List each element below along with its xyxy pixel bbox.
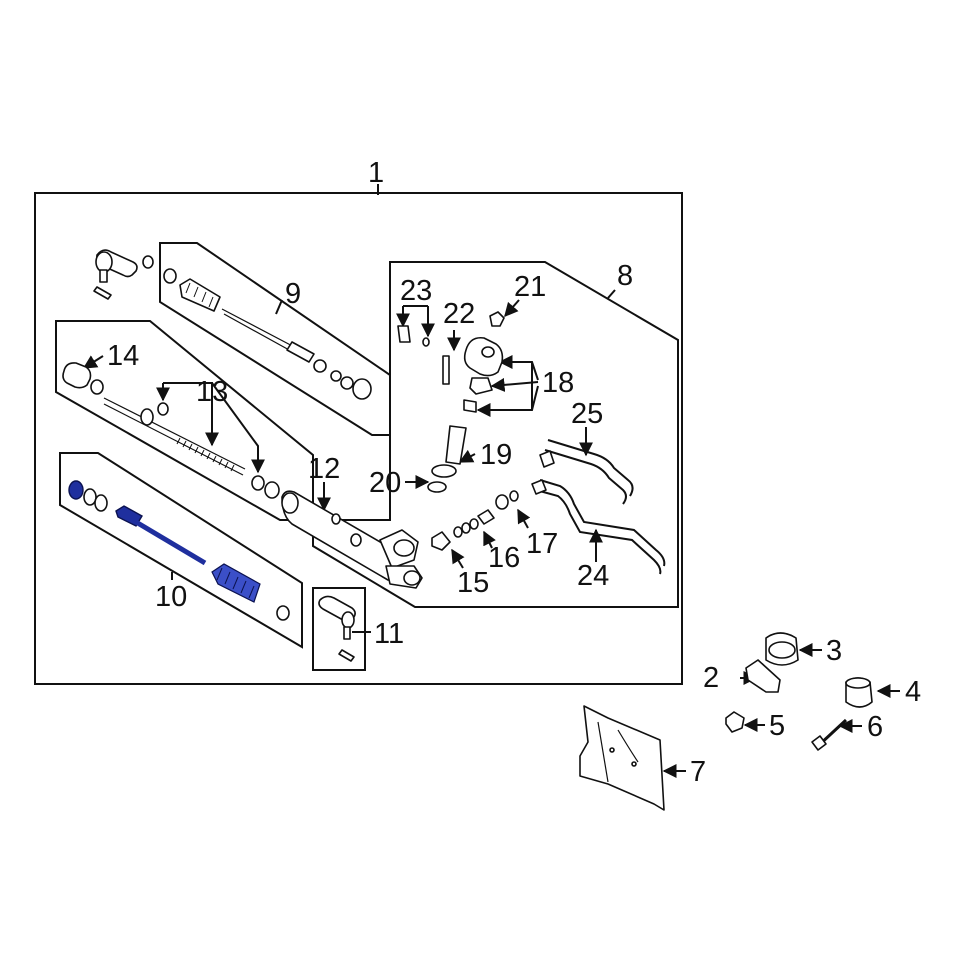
callout-25[interactable]: 25 [571, 398, 603, 430]
callout-14[interactable]: 14 [107, 340, 139, 372]
inner-tie-rod-group-9[interactable] [163, 268, 372, 400]
heat-shield-7[interactable] [579, 705, 665, 811]
callout-6[interactable]: 6 [867, 711, 883, 743]
outer-tie-rod-end-upper[interactable] [93, 249, 154, 300]
callout-23[interactable]: 23 [400, 275, 432, 307]
return-line-24[interactable] [531, 479, 666, 575]
callout-18[interactable]: 18 [542, 367, 574, 399]
callout-2[interactable]: 2 [703, 662, 719, 694]
callout-16[interactable]: 16 [488, 542, 520, 574]
callout-21[interactable]: 21 [514, 271, 546, 303]
callout-labels: 1 2 3 4 5 6 7 8 9 10 11 12 13 14 15 16 1… [107, 157, 921, 788]
callout-4[interactable]: 4 [905, 676, 921, 708]
rack-group-13[interactable] [62, 362, 280, 499]
frame-group-8 [312, 261, 679, 608]
highlighted-inner-tie-rod-10[interactable] [68, 480, 290, 621]
pressure-line-25[interactable] [539, 439, 634, 505]
frame-group-11 [312, 587, 366, 671]
outer-tie-rod-end-11[interactable] [318, 595, 356, 662]
bushing-4[interactable] [845, 677, 873, 708]
callout-11[interactable]: 11 [374, 618, 404, 650]
callout-3[interactable]: 3 [826, 635, 842, 667]
valve-assembly[interactable] [397, 311, 505, 493]
seals-15-17[interactable] [431, 490, 519, 551]
callout-9[interactable]: 9 [285, 278, 301, 310]
callout-19[interactable]: 19 [480, 439, 512, 471]
callout-17[interactable]: 17 [526, 528, 558, 560]
callout-22[interactable]: 22 [443, 298, 475, 330]
rack-housing-12[interactable] [281, 490, 423, 589]
frame-group-9 [159, 242, 391, 436]
callout-20[interactable]: 20 [369, 467, 401, 499]
callout-5[interactable]: 5 [769, 710, 785, 742]
callout-10[interactable]: 10 [155, 581, 187, 613]
callout-1[interactable]: 1 [368, 157, 384, 189]
frame-group-10 [59, 452, 303, 649]
bolt-6[interactable] [811, 718, 848, 751]
nut-5[interactable] [725, 711, 745, 733]
callout-12[interactable]: 12 [308, 453, 340, 485]
callout-7[interactable]: 7 [690, 756, 706, 788]
callout-15[interactable]: 15 [457, 567, 489, 599]
bushing-3[interactable] [765, 632, 799, 666]
callout-24[interactable]: 24 [577, 560, 609, 592]
callout-8[interactable]: 8 [617, 260, 633, 292]
bracket-2[interactable] [745, 659, 781, 693]
